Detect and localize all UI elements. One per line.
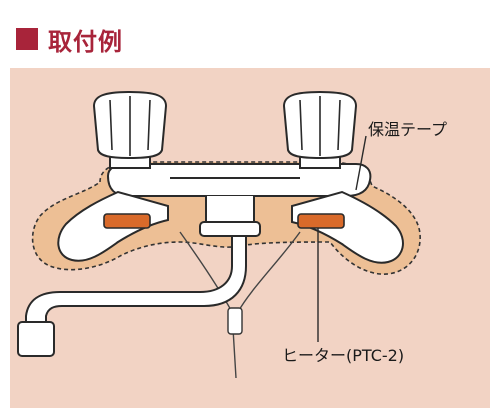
spout-tip xyxy=(17,321,55,357)
faucet-handle-icon xyxy=(92,90,168,169)
page-title: 取付例 xyxy=(48,27,123,56)
faucet-handle-icon xyxy=(282,90,358,169)
section-header: 取付例 xyxy=(16,24,123,56)
heater-band-right xyxy=(297,213,345,229)
right-elbow-pipe xyxy=(291,190,404,264)
heater-cable-right xyxy=(237,231,301,313)
heater-band-left xyxy=(103,213,151,229)
tape-leader-line xyxy=(355,135,367,191)
insulation-tape-label: 保温テープ xyxy=(368,120,448,139)
heater-label: ヒーター(PTC-2) xyxy=(282,346,405,365)
center-junction xyxy=(205,196,255,225)
cable-connector xyxy=(227,307,243,335)
title-square-icon xyxy=(16,28,38,50)
